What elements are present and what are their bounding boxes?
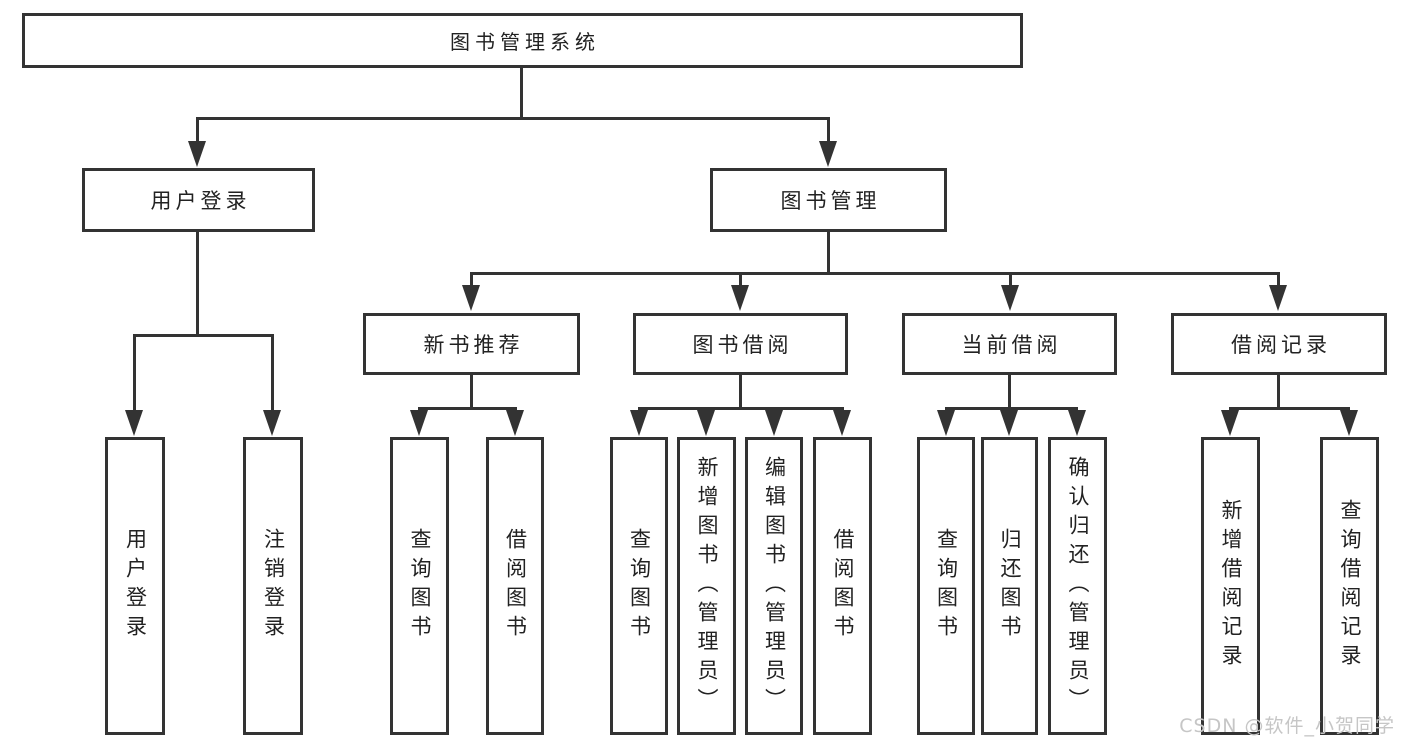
arrow-down-icon — [819, 141, 837, 167]
leaf-query-borrowing-record: 查询借阅记录 — [1320, 437, 1379, 735]
connector-line — [196, 117, 199, 145]
arrow-down-icon — [731, 285, 749, 311]
connector-line — [196, 117, 830, 120]
arrow-down-icon — [1221, 410, 1239, 436]
connector-line — [133, 334, 274, 337]
arrow-down-icon — [1269, 285, 1287, 311]
leaf-query-books-recommendation: 查询图书 — [390, 437, 449, 735]
node-label: 当前借阅 — [961, 333, 1062, 357]
node-borrowing-records: 借阅记录 — [1171, 313, 1387, 375]
connector-line — [470, 272, 473, 288]
arrow-down-icon — [506, 410, 524, 436]
leaf-return-book: 归还图书 — [981, 437, 1038, 735]
connector-line — [133, 334, 136, 414]
connector-line — [739, 272, 742, 288]
arrow-down-icon — [1340, 410, 1358, 436]
connector-line — [827, 231, 830, 274]
connector-line — [1008, 374, 1011, 409]
leaf-label: 新增图书（管理员） — [695, 455, 719, 717]
connector-line — [945, 407, 1078, 410]
leaf-borrow-books-borrowing: 借阅图书 — [813, 437, 872, 735]
arrow-down-icon — [697, 410, 715, 436]
arrow-down-icon — [188, 141, 206, 167]
arrow-down-icon — [125, 410, 143, 436]
node-label: 图书管理 — [780, 189, 881, 213]
node-new-book-recommendation: 新书推荐 — [363, 313, 580, 375]
connector-line — [1009, 272, 1012, 288]
connector-line — [196, 231, 199, 336]
arrow-down-icon — [263, 410, 281, 436]
node-book-borrowing: 图书借阅 — [633, 313, 848, 375]
node-book-management: 图书管理 — [710, 168, 947, 232]
connector-line — [470, 272, 1280, 275]
leaf-borrow-books-recommendation: 借阅图书 — [486, 437, 544, 735]
connector-line — [638, 407, 844, 410]
node-library-system: 图书管理系统 — [22, 13, 1023, 68]
node-label: 新书推荐 — [423, 333, 524, 357]
arrow-down-icon — [630, 410, 648, 436]
arrow-down-icon — [1001, 285, 1019, 311]
node-label: 图书借阅 — [692, 333, 793, 357]
arrow-down-icon — [1000, 410, 1018, 436]
connector-line — [1229, 407, 1350, 410]
leaf-query-books-borrowing: 查询图书 — [610, 437, 668, 735]
leaf-logout: 注销登录 — [243, 437, 303, 735]
connector-line — [520, 68, 523, 118]
leaf-label: 新增借阅记录 — [1219, 499, 1243, 673]
leaf-edit-book-admin: 编辑图书（管理员） — [745, 437, 803, 735]
leaf-label: 用户登录 — [123, 528, 148, 644]
node-label: 图书管理系统 — [450, 30, 600, 54]
arrow-down-icon — [462, 285, 480, 311]
watermark: CSDN @软件_小贺同学 — [1179, 715, 1395, 737]
node-label: 借阅记录 — [1231, 333, 1331, 357]
connector-line — [1277, 374, 1280, 409]
leaf-confirm-return-admin: 确认归还（管理员） — [1048, 437, 1107, 735]
leaf-label: 编辑图书（管理员） — [762, 455, 787, 717]
leaf-label: 查询图书 — [627, 528, 652, 644]
connector-line — [827, 117, 830, 145]
arrow-down-icon — [833, 410, 851, 436]
connector-line — [271, 334, 274, 414]
arrow-down-icon — [765, 410, 783, 436]
arrow-down-icon — [1068, 410, 1086, 436]
node-user-login: 用户登录 — [82, 168, 315, 232]
leaf-label: 借阅图书 — [503, 528, 528, 644]
leaf-label: 查询借阅记录 — [1338, 499, 1362, 673]
leaf-add-book-admin: 新增图书（管理员） — [677, 437, 736, 735]
arrow-down-icon — [410, 410, 428, 436]
connector-line — [470, 374, 473, 409]
arrow-down-icon — [937, 410, 955, 436]
leaf-label: 查询图书 — [934, 528, 959, 644]
node-label: 用户登录 — [150, 189, 251, 213]
leaf-label: 注销登录 — [261, 528, 286, 644]
leaf-label: 借阅图书 — [831, 528, 855, 644]
leaf-query-books-current: 查询图书 — [917, 437, 975, 735]
leaf-label: 确认归还（管理员） — [1066, 455, 1090, 717]
leaf-label: 查询图书 — [408, 528, 432, 644]
leaf-user-login: 用户登录 — [105, 437, 165, 735]
leaf-add-borrowing-record: 新增借阅记录 — [1201, 437, 1260, 735]
connector-line — [739, 374, 742, 409]
connector-line — [418, 407, 517, 410]
connector-line — [1277, 272, 1280, 288]
node-current-borrowing: 当前借阅 — [902, 313, 1117, 375]
leaf-label: 归还图书 — [998, 528, 1022, 644]
